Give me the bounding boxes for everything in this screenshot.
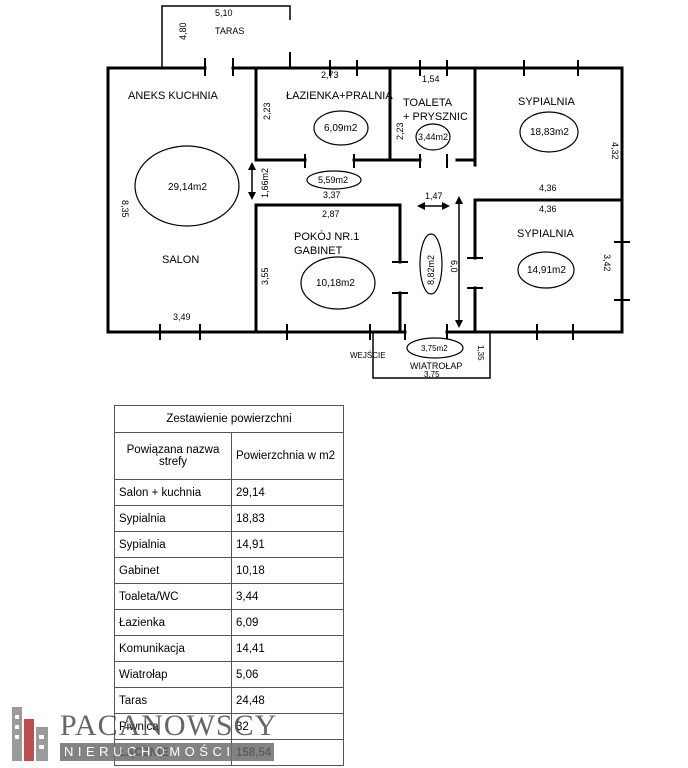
zone-area: 18,83: [231, 505, 344, 532]
dim-bathroom-width: 2,73: [321, 70, 339, 80]
dim-wc-depth: 2,23: [395, 122, 405, 140]
area-hall: 8,82m2: [426, 255, 436, 285]
room-label-wc-1: TOALETA: [403, 97, 453, 109]
area-salon: 29,14m2: [168, 182, 207, 193]
room-label-bathroom: ŁAZIENKA+PRALNIA: [286, 90, 393, 102]
zone-name: Sypialnia: [114, 505, 232, 532]
terrace-outline: [161, 5, 291, 68]
zone-area: 6,09: [231, 609, 344, 636]
zone-name: Komunikacja: [114, 635, 232, 662]
zone-name: Sypialnia: [114, 531, 232, 558]
area-office: 10,18m2: [316, 278, 355, 289]
room-label-vestibule: WIATROŁAP: [410, 361, 462, 371]
dim-office-width: 2,87: [322, 209, 340, 219]
dim-salon-width: 3,49: [173, 312, 191, 322]
logo-title: PACANOWSCY: [60, 709, 278, 742]
zone-area: 32: [231, 713, 344, 740]
zone-name: Piwnica: [114, 713, 232, 740]
zone-name: Łazienka: [114, 609, 232, 636]
zone-name: Salon + kuchnia: [114, 479, 232, 506]
header-zone-name: Powiązana nazwa strefy: [114, 432, 232, 480]
bedroom2-area-ellipse: [517, 251, 575, 289]
room-label-wc-2: + PRYSZNIC: [403, 111, 468, 123]
vestibule-area-ellipse: [406, 337, 464, 359]
dim-salon-depth: 8,35: [120, 200, 130, 218]
table-header-row: Powiązana nazwa strefy Powierzchnia w m2: [114, 432, 344, 480]
zone-area: 29,14: [231, 479, 344, 506]
agency-logo: PACANOWSCY NIERUCHOMOŚCI: [8, 703, 308, 765]
vestibule-outline: [372, 332, 491, 379]
dim-office-depth: 3,55: [260, 267, 270, 285]
total-area: 158,54: [231, 739, 344, 766]
table-caption: Zestawienie powierzchni: [114, 405, 344, 433]
dim-bedroom1-depth: 4,32: [610, 142, 620, 160]
dim-terrace-depth: 4,80: [178, 22, 188, 40]
room-label-kitchen: ANEKS KUCHNIA: [128, 90, 219, 102]
room-label-salon: SALON: [162, 254, 199, 266]
area-corridor: 5,59m2: [318, 175, 348, 185]
zone-name: Wiatrołap: [114, 661, 232, 688]
dim-corridor-height: 1,66m2: [260, 168, 270, 198]
room-label-bedroom-2: SYPIALNIA: [517, 228, 575, 240]
salon-area-ellipse: [134, 145, 240, 227]
dim-bathroom-depth: 2,23: [262, 102, 272, 120]
zone-area: 10,18: [231, 557, 344, 584]
zone-area: 14,41: [231, 635, 344, 662]
logo-subtitle: NIERUCHOMOŚCI: [60, 743, 274, 761]
dim-terrace-width: 5,10: [215, 8, 233, 18]
wc-area-ellipse: [415, 123, 451, 151]
office-area-ellipse: [300, 256, 376, 310]
area-vestibule: 3,75m2: [421, 344, 448, 353]
room-label-terrace: TARAS: [215, 26, 244, 36]
corridor-area-ellipse: [306, 170, 362, 190]
room-label-bedroom-1: SYPIALNIA: [518, 96, 576, 108]
dim-vestibule-width: 3,75: [424, 370, 440, 379]
room-label-office: GABINET: [294, 245, 343, 257]
bedroom1-area-ellipse: [519, 111, 579, 153]
dim-bedroom2-width-inner: 4,36: [539, 204, 557, 214]
dim-wc-width: 1,54: [422, 74, 440, 84]
zone-name: Gabinet: [114, 557, 232, 584]
zone-area: 14,91: [231, 531, 344, 558]
dim-hall-length: 6,0: [449, 260, 459, 273]
dim-corridor-width: 3,37: [323, 190, 341, 200]
zone-area: 24,48: [231, 687, 344, 714]
bathroom-area-ellipse: [313, 110, 369, 146]
label-entrance: WEJŚCIE: [350, 351, 386, 360]
header-area: Powierzchnia w m2: [231, 432, 344, 480]
zone-area: 3,44: [231, 583, 344, 610]
floor-plan: TARAS ANEKS KUCHNIA SALON ŁAZIENKA+PRALN…: [106, 5, 630, 379]
dim-bedroom2-depth: 3,42: [602, 254, 612, 272]
dim-bedroom2-width-outer: 4,36: [539, 183, 557, 193]
area-bathroom: 6,09m2: [324, 123, 358, 134]
area-bedroom-2: 14,91m2: [527, 265, 566, 276]
zone-name: Toaleta/WC: [114, 583, 232, 610]
area-wc: 3,44m2: [418, 132, 448, 142]
zone-area: 5,06: [231, 661, 344, 688]
area-bedroom-1: 18,83m2: [530, 127, 569, 138]
hall-area-ellipse: [419, 233, 443, 295]
dim-hall-width: 1,47: [425, 191, 443, 201]
room-label-room-1: POKÓJ NR.1: [294, 230, 359, 243]
dim-vestibule-depth: 1,35: [476, 345, 485, 361]
building-logo-icon: [12, 707, 48, 761]
